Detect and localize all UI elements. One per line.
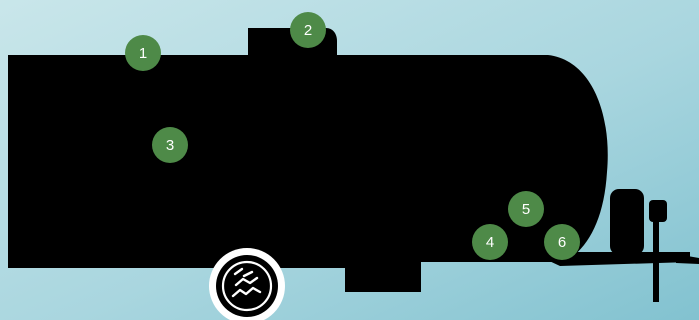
tongue-jack-top bbox=[649, 200, 667, 222]
trailer-body bbox=[8, 55, 608, 268]
underbody-storage bbox=[345, 262, 421, 292]
tongue-jack-post bbox=[653, 220, 659, 302]
hotspot-1[interactable]: 1 bbox=[125, 35, 161, 71]
hotspot-4[interactable]: 4 bbox=[472, 224, 508, 260]
hotspot-5[interactable]: 5 bbox=[508, 191, 544, 227]
hotspot-2[interactable]: 2 bbox=[290, 12, 326, 48]
hotspot-3[interactable]: 3 bbox=[152, 127, 188, 163]
hotspot-6[interactable]: 6 bbox=[544, 224, 580, 260]
propane-tank bbox=[610, 189, 644, 255]
